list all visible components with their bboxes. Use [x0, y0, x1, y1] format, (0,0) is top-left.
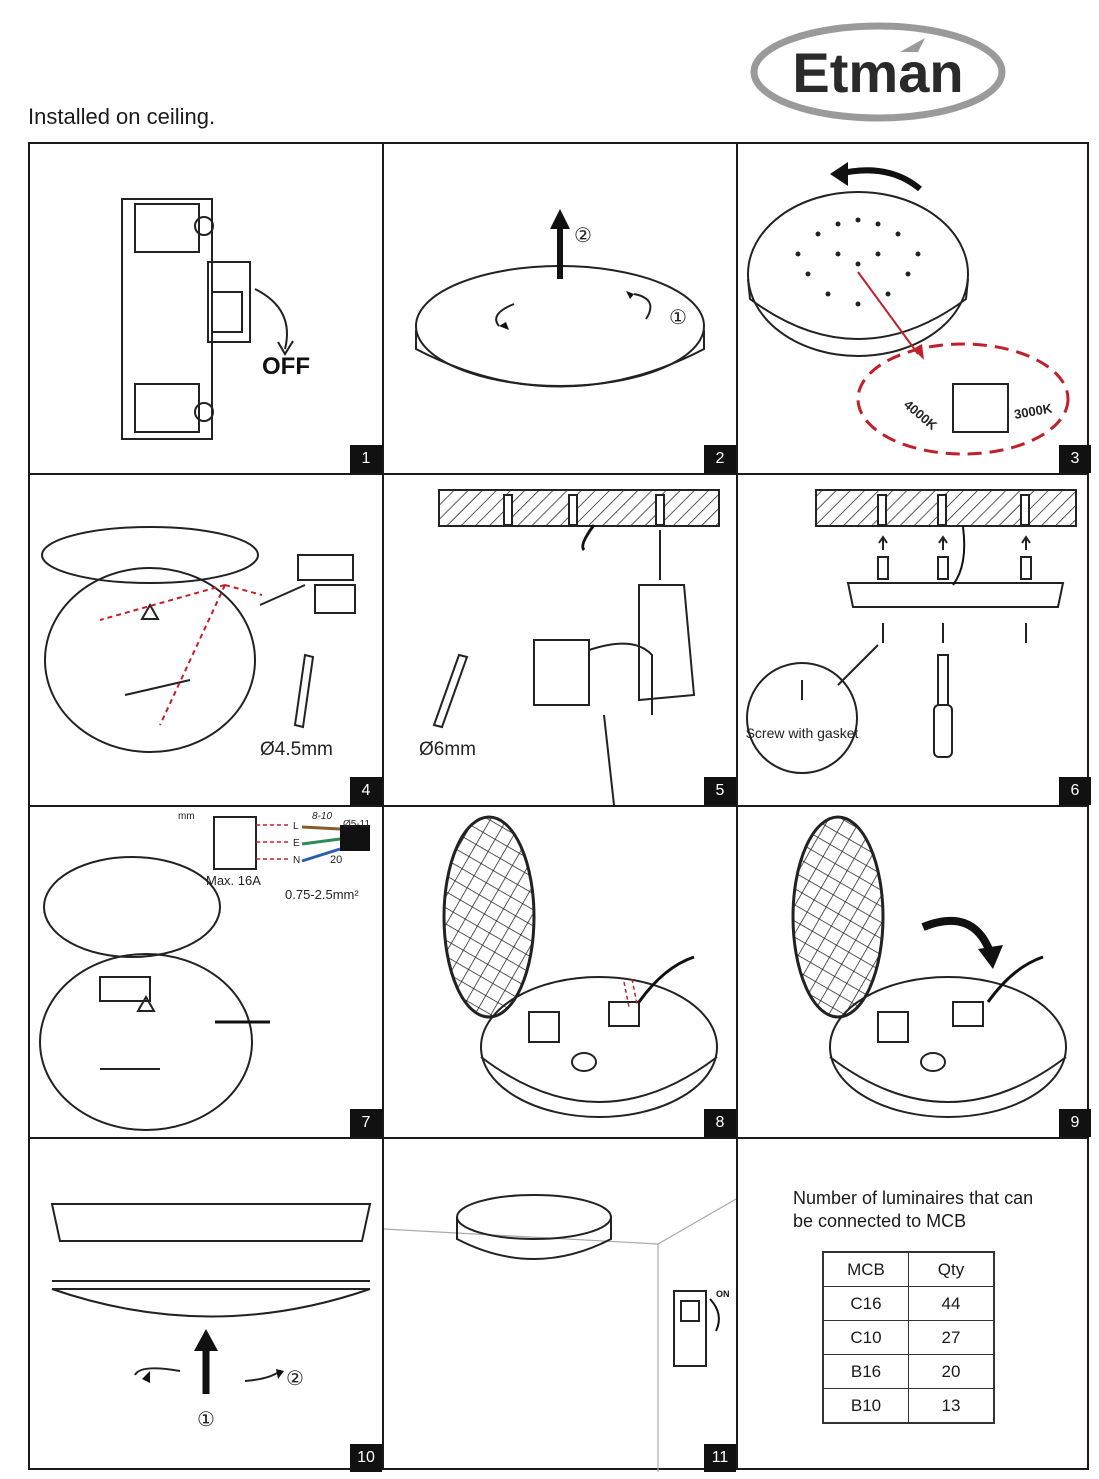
- wiring-illustration: mm L E N 8-10 Ø5-11 20 Max. 16A 0.75-2.5…: [39, 811, 370, 1131]
- svg-text:Max. 16A: Max. 16A: [206, 873, 261, 888]
- step-2-panel: ① ② 2: [384, 144, 736, 473]
- step-badge: 4: [350, 777, 382, 805]
- step-badge: 1: [350, 445, 382, 473]
- svg-text:L: L: [293, 821, 299, 832]
- step-badge: 2: [704, 445, 736, 473]
- svg-text:ON: ON: [716, 1289, 730, 1299]
- switch-on-illustration: ON: [384, 1194, 736, 1472]
- svg-text:N: N: [293, 855, 300, 866]
- header-qty: Qty: [908, 1251, 995, 1287]
- svg-text:Ø6mm: Ø6mm: [419, 739, 476, 760]
- svg-text:Screw with gasket: Screw with gasket: [746, 725, 859, 741]
- step-6-panel: Screw with gasket 6: [738, 475, 1091, 805]
- mcb-table: MCB Qty C16 44 C10 27 B16 20 B10 13: [822, 1251, 995, 1424]
- attach-cover-illustration: ① ②: [50, 1203, 372, 1431]
- step-badge: 5: [704, 777, 736, 805]
- drill-holes-illustration: Ø6mm: [419, 489, 720, 805]
- step-badge: 8: [704, 1109, 736, 1137]
- svg-text:Etman: Etman: [792, 41, 963, 104]
- connect-driver-illustration: [442, 815, 718, 1118]
- svg-text:E: E: [293, 838, 300, 849]
- svg-text:20: 20: [330, 854, 342, 866]
- step-4-panel: Ø4.5mm 4: [30, 475, 382, 805]
- svg-text:①: ①: [669, 307, 687, 329]
- mark-holes-illustration: Ø4.5mm: [41, 526, 356, 760]
- table-row: B10 13: [822, 1388, 995, 1424]
- table-row: C16 44: [822, 1286, 995, 1321]
- svg-text:Ø5-11: Ø5-11: [343, 819, 370, 830]
- svg-text:①: ①: [197, 1409, 215, 1431]
- close-cover-illustration: [791, 815, 1067, 1118]
- svg-text:②: ②: [286, 1368, 304, 1390]
- step-11-panel: ON 11: [384, 1139, 736, 1472]
- cct-switch-illustration: 4000K 3000K: [747, 162, 1070, 456]
- table-header-row: MCB Qty: [822, 1251, 995, 1287]
- svg-text:4000K: 4000K: [901, 397, 940, 434]
- mcb-table-panel: Number of luminaires that can be connect…: [738, 1139, 1091, 1472]
- step-badge: 11: [704, 1444, 736, 1472]
- remove-cover-illustration: ① ②: [415, 209, 705, 388]
- step-badge: 10: [350, 1444, 382, 1472]
- svg-text:3000K: 3000K: [1013, 400, 1054, 422]
- step-10-panel: ① ② 10: [30, 1139, 382, 1472]
- step-badge: 6: [1059, 777, 1091, 805]
- step-7-panel: mm L E N 8-10 Ø5-11 20 Max. 16A 0.75-2.5…: [30, 807, 382, 1137]
- step-badge: 7: [350, 1109, 382, 1137]
- mount-base-illustration: Screw with gasket: [746, 489, 1077, 774]
- step-8-panel: 8: [384, 807, 736, 1137]
- svg-text:8-10: 8-10: [312, 811, 332, 822]
- svg-text:②: ②: [574, 225, 592, 247]
- svg-text:mm: mm: [178, 811, 195, 822]
- svg-text:0.75-2.5mm²: 0.75-2.5mm²: [285, 887, 359, 902]
- circuit-breaker-off-illustration: OFF: [121, 198, 310, 440]
- step-5-panel: Ø6mm 5: [384, 475, 736, 805]
- instruction-grid: OFF 1 ① ② 2: [28, 142, 1091, 1472]
- step-3-panel: 4000K 3000K 3: [738, 144, 1091, 473]
- svg-text:Ø4.5mm: Ø4.5mm: [260, 739, 333, 760]
- step-badge: 9: [1059, 1109, 1091, 1137]
- etman-logo: Etman: [750, 22, 1006, 122]
- table-row: B16 20: [822, 1354, 995, 1389]
- step-badge: 3: [1059, 445, 1091, 473]
- mcb-table-title: Number of luminaires that can be connect…: [793, 1188, 1034, 1231]
- step-9-panel: 9: [738, 807, 1091, 1137]
- off-label: OFF: [262, 353, 310, 380]
- page-caption: Installed on ceiling.: [28, 104, 216, 129]
- table-row: C10 27: [822, 1320, 995, 1355]
- header-mcb: MCB: [822, 1251, 909, 1287]
- step-1-panel: OFF 1: [30, 144, 382, 473]
